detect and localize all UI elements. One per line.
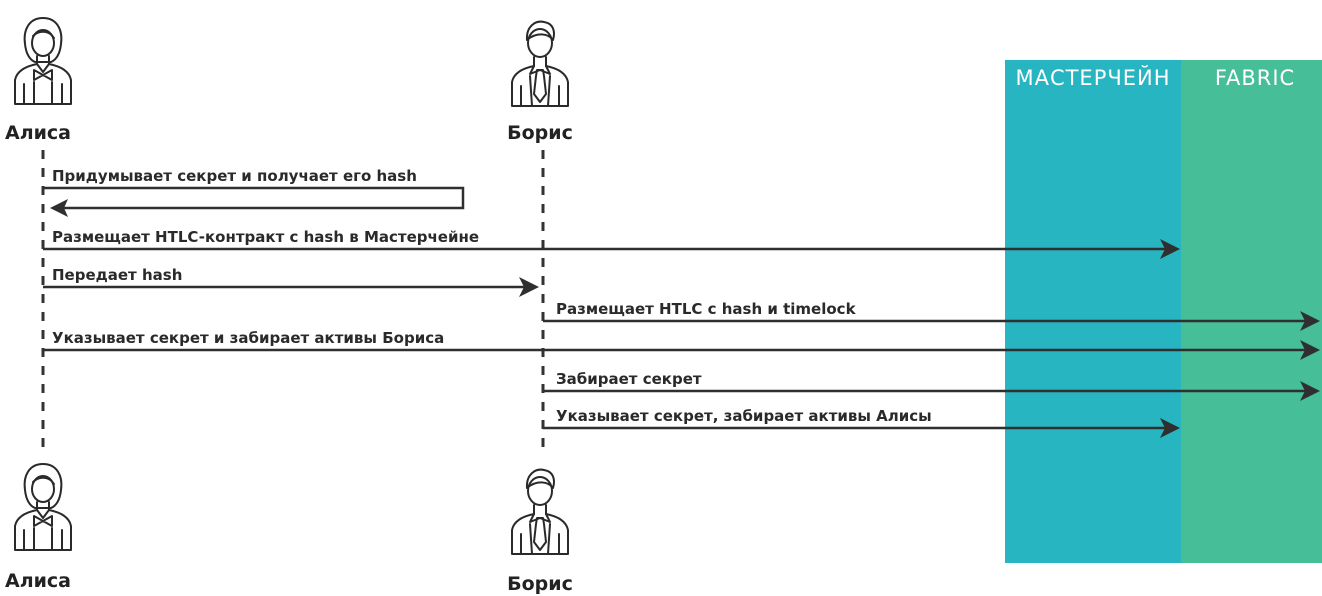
arrow-head-icon	[1300, 340, 1320, 360]
arrow-head-icon	[1300, 311, 1320, 331]
alice-bottom-label: Алиса	[5, 570, 71, 592]
lane-fabric-label: FABRIC	[1215, 66, 1295, 90]
lane-masterchain	[1005, 60, 1181, 563]
lane-masterchain-label: МАСТЕРЧЕЙН	[1015, 65, 1170, 90]
message-label: Забирает секрет	[556, 370, 702, 388]
boris-top-icon	[511, 20, 569, 107]
boris-top-label: Борис	[507, 122, 573, 144]
message-label: Передает hash	[52, 266, 182, 284]
alice-top-label: Алиса	[5, 122, 71, 144]
arrow-head-icon	[1160, 418, 1180, 438]
message-label: Указывает секрет и забирает активы Борис…	[52, 329, 444, 347]
arrow-head-icon	[1160, 239, 1180, 259]
message-label: Размещает HTLC-контракт с hash в Мастерч…	[52, 228, 479, 246]
message-label: Указывает секрет, забирает активы Алисы	[556, 407, 932, 425]
lane-fabric	[1181, 60, 1322, 563]
alice-bottom-icon	[14, 463, 72, 551]
arrow-head-icon	[50, 199, 68, 217]
message-label: Придумывает секрет и получает его hash	[52, 167, 417, 185]
message-label: Размещает HTLC с hash и timelock	[556, 300, 857, 318]
arrow-head-icon	[1300, 381, 1320, 401]
arrow-head-icon	[519, 277, 539, 297]
boris-bottom-icon	[511, 468, 569, 555]
alice-top-icon	[14, 17, 72, 105]
boris-bottom-label: Борис	[507, 573, 573, 595]
self-arrow-line	[43, 186, 465, 210]
